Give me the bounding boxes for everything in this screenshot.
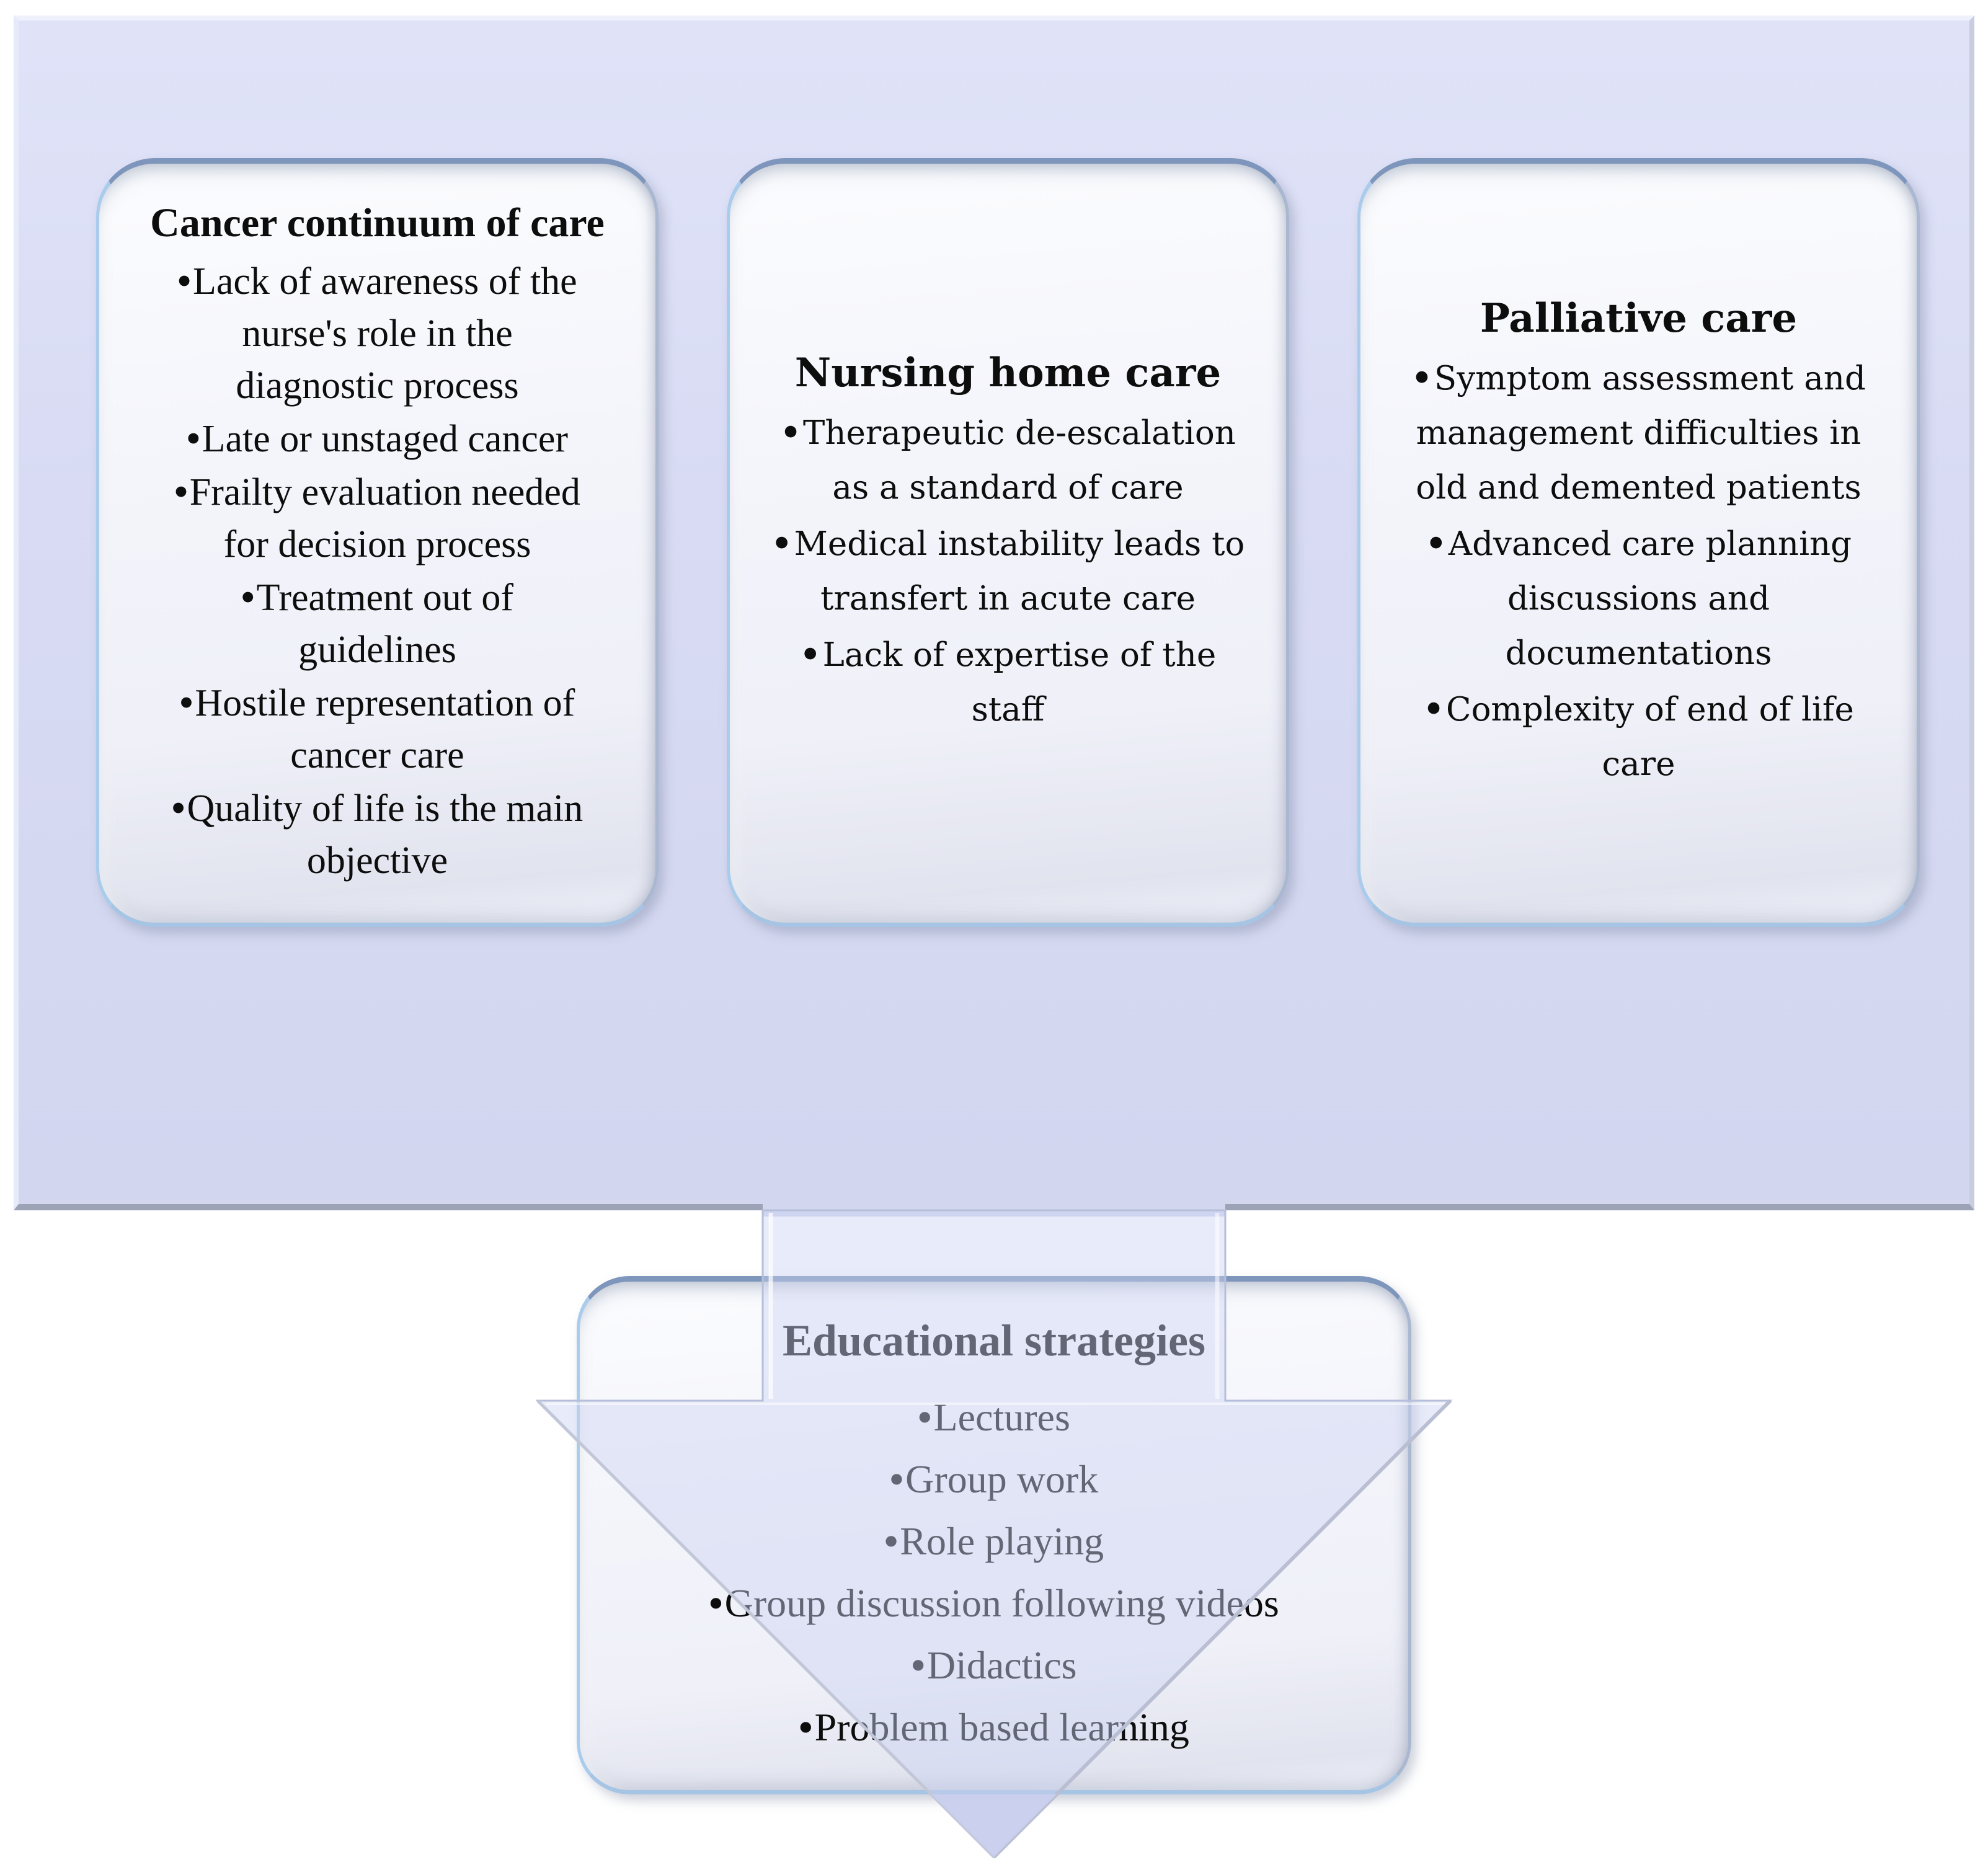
bullet-dot-icon: • [241, 576, 255, 619]
box-title: Cancer continuum of care [150, 200, 605, 246]
box-title: Nursing home care [794, 349, 1222, 396]
context-panel: Cancer continuum of care •Lack of awaren… [14, 16, 1974, 1210]
bullet-text: Problem based learning [814, 1705, 1189, 1749]
bullet-item: •Lack of expertise of the staff [771, 627, 1245, 737]
bullet-item: •Quality of life is the main objective [172, 782, 584, 887]
bullet-item: •Treatment out of guidelines [172, 572, 584, 676]
bullet-list: •Lack of awareness of the nurse's role i… [172, 254, 584, 888]
bullet-item: •Late or unstaged cancer [172, 413, 584, 465]
educational-strategies-box: Educational strategies •Lectures •Group … [577, 1276, 1411, 1794]
bullet-text: Lack of awareness of the nurse's role in… [193, 260, 577, 407]
bullet-text: Hostile representation of cancer care [195, 681, 575, 776]
bullet-dot-icon: • [918, 1395, 932, 1439]
bullet-dot-icon: • [911, 1643, 925, 1687]
cancer-continuum-box: Cancer continuum of care •Lack of awaren… [96, 158, 659, 927]
bullet-item: •Complexity of end of life care [1411, 682, 1866, 792]
bullet-text: Lectures [933, 1395, 1070, 1439]
bullet-item: •Therapeutic de-escalation as a standard… [771, 406, 1245, 515]
bullet-text: Treatment out of guidelines [256, 576, 514, 671]
bullet-dot-icon: • [179, 681, 193, 724]
challenge-boxes-row: Cancer continuum of care •Lack of awaren… [96, 158, 1920, 927]
bullet-dot-icon: • [1423, 689, 1445, 729]
bullet-dot-icon: • [799, 635, 821, 674]
bullet-text: Quality of life is the main objective [187, 787, 584, 882]
bullet-dot-icon: • [177, 260, 191, 303]
bullet-text: Advanced care planning discussions and d… [1448, 525, 1852, 672]
bullet-item: •Lack of awareness of the nurse's role i… [172, 255, 584, 412]
bullet-dot-icon: • [174, 471, 188, 513]
bullet-list: •Lectures •Group work •Role playing •Gro… [709, 1386, 1279, 1759]
bullet-text: Symptom assessment and management diffic… [1416, 359, 1866, 507]
nursing-home-box: Nursing home care •Therapeutic de-escala… [727, 158, 1289, 927]
bullet-dot-icon: • [884, 1519, 899, 1563]
bullet-item: •Advanced care planning discussions and … [1411, 516, 1866, 681]
bullet-text: Lack of expertise of the staff [822, 636, 1217, 729]
bullet-dot-icon: • [709, 1581, 723, 1625]
bullet-item: •Didactics [709, 1635, 1279, 1696]
bullet-dot-icon: • [171, 787, 185, 830]
bullet-item: •Medical instability leads to transfert … [771, 516, 1245, 626]
bullet-item: •Group discussion following videos [709, 1573, 1279, 1634]
bullet-text: Frailty evaluation needed for decision p… [189, 471, 580, 565]
bullet-text: Complexity of end of life care [1446, 690, 1854, 783]
bullet-text: Didactics [926, 1643, 1077, 1687]
bullet-dot-icon: • [889, 1457, 904, 1501]
box-title: Palliative care [1480, 295, 1798, 342]
bullet-dot-icon: • [1425, 524, 1447, 563]
bullet-text: Group work [905, 1457, 1099, 1501]
bullet-text: Therapeutic de-escalation as a standard … [803, 414, 1236, 507]
bullet-item: •Frailty evaluation needed for decision … [172, 466, 584, 570]
bullet-item: •Role playing [709, 1511, 1279, 1572]
bullet-text: Group discussion following videos [724, 1581, 1279, 1625]
bullet-item: •Symptom assessment and management diffi… [1411, 351, 1866, 515]
bullet-text: Late or unstaged cancer [202, 417, 569, 460]
palliative-care-box: Palliative care •Symptom assessment and … [1357, 158, 1920, 927]
bullet-text: Role playing [900, 1519, 1104, 1563]
bullet-text: Medical instability leads to transfert i… [794, 525, 1245, 618]
bullet-dot-icon: • [186, 417, 200, 460]
bullet-dot-icon: • [771, 524, 792, 563]
bullet-dot-icon: • [780, 413, 801, 452]
bullet-list: •Symptom assessment and management diffi… [1411, 350, 1866, 793]
bullet-item: •Hostile representation of cancer care [172, 677, 584, 781]
arrow-tip [931, 1794, 1057, 1857]
bullet-list: •Therapeutic de-escalation as a standard… [771, 404, 1245, 738]
bullet-dot-icon: • [799, 1705, 813, 1749]
bullet-item: •Lectures [709, 1387, 1279, 1448]
bullet-item: •Group work [709, 1449, 1279, 1510]
box-title: Educational strategies [783, 1316, 1205, 1365]
bullet-item: •Problem based learning [709, 1697, 1279, 1758]
bullet-dot-icon: • [1411, 358, 1432, 397]
